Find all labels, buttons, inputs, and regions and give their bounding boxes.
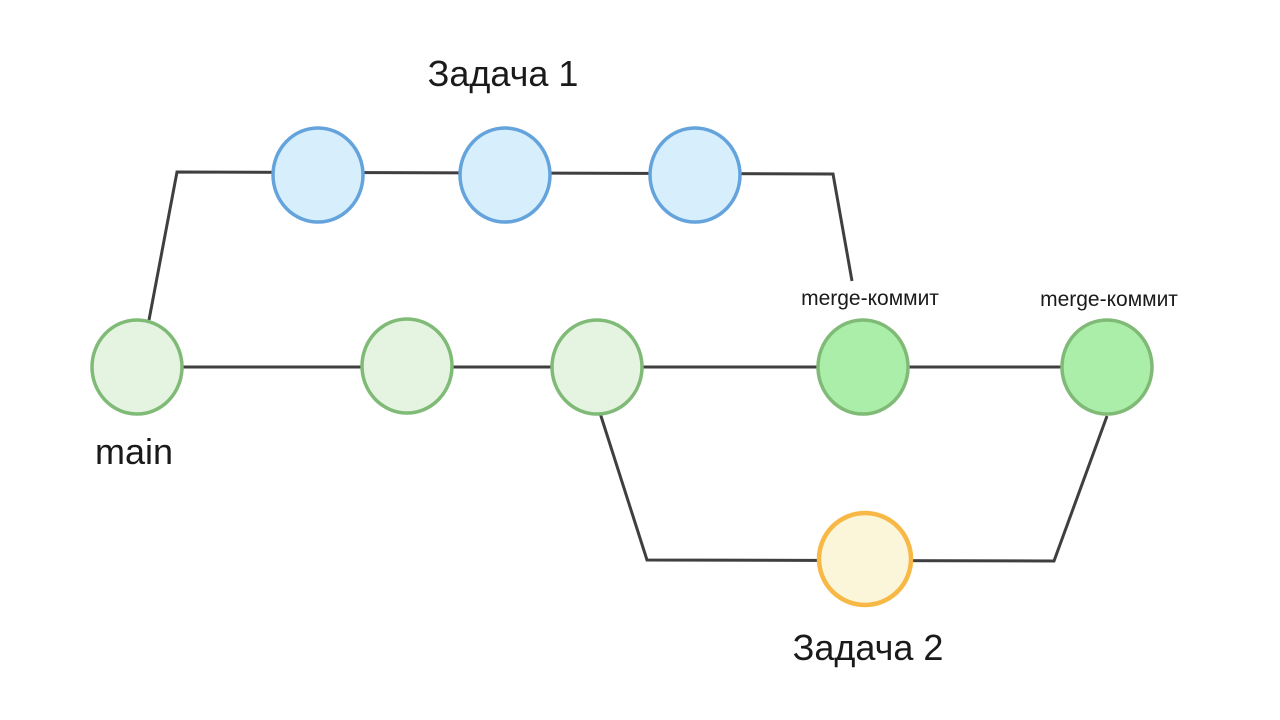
commit-task1-3 (648, 126, 742, 224)
task2-branch-label: Задача 2 (793, 627, 944, 668)
commit-main-2 (360, 317, 454, 415)
commit-merge-1 (816, 318, 910, 416)
commit-merge-2 (1060, 318, 1154, 416)
main-branch-label: main (95, 431, 173, 472)
commit-main-1 (90, 318, 184, 416)
merge-commit-label-2: merge-коммит (1040, 288, 1178, 311)
merge-commit-label-1: merge-коммит (801, 287, 939, 310)
commit-task2-1 (816, 510, 914, 608)
task1-branch-label: Задача 1 (428, 53, 579, 94)
commit-task1-2 (458, 126, 552, 224)
commit-main-3 (550, 318, 644, 416)
commit-task1-1 (271, 126, 365, 224)
